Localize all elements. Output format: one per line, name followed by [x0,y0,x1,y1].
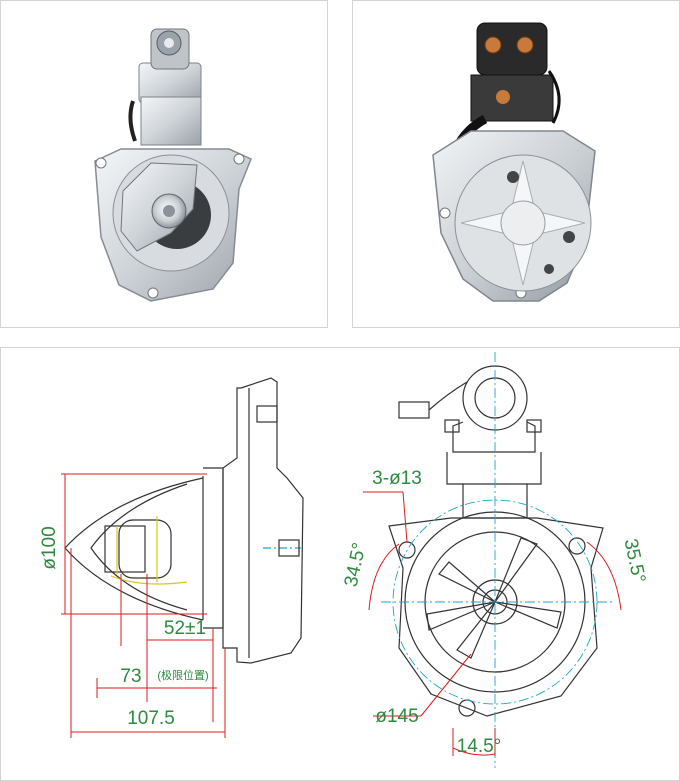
length-107-label: 107.5 [127,708,175,729]
rear-photo-panel [352,0,680,328]
angle-left-label: 34.5° [341,541,371,589]
side-view-accents [110,516,188,585]
front-view [388,365,604,717]
front-view-dimension-lines [363,491,622,756]
length-52-label: 52±1 [164,618,206,639]
dimension-drawing-panel: ø100 52±1 73 (极限位置) 107.5 [0,347,680,781]
length-73-note: (极限位置) [157,668,208,682]
angle-bottom-label: 14.5° [457,736,502,757]
front-view-center-lines [381,352,613,768]
dimension-drawing: ø100 52±1 73 (极限位置) 107.5 [39,352,649,768]
angle-right-label: 35.5° [619,537,649,585]
starter-motor-rear-photo [432,22,596,302]
pcd-label: ø145 [375,706,418,727]
diameter-100-label: ø100 [39,526,60,569]
front-photo-panel [0,0,328,328]
side-view-dimension-lines [61,473,226,738]
side-view [64,377,304,664]
holes-label: 3-ø13 [372,468,422,489]
length-73-label: 73 [120,666,141,687]
starter-motor-front-photo [94,28,252,302]
